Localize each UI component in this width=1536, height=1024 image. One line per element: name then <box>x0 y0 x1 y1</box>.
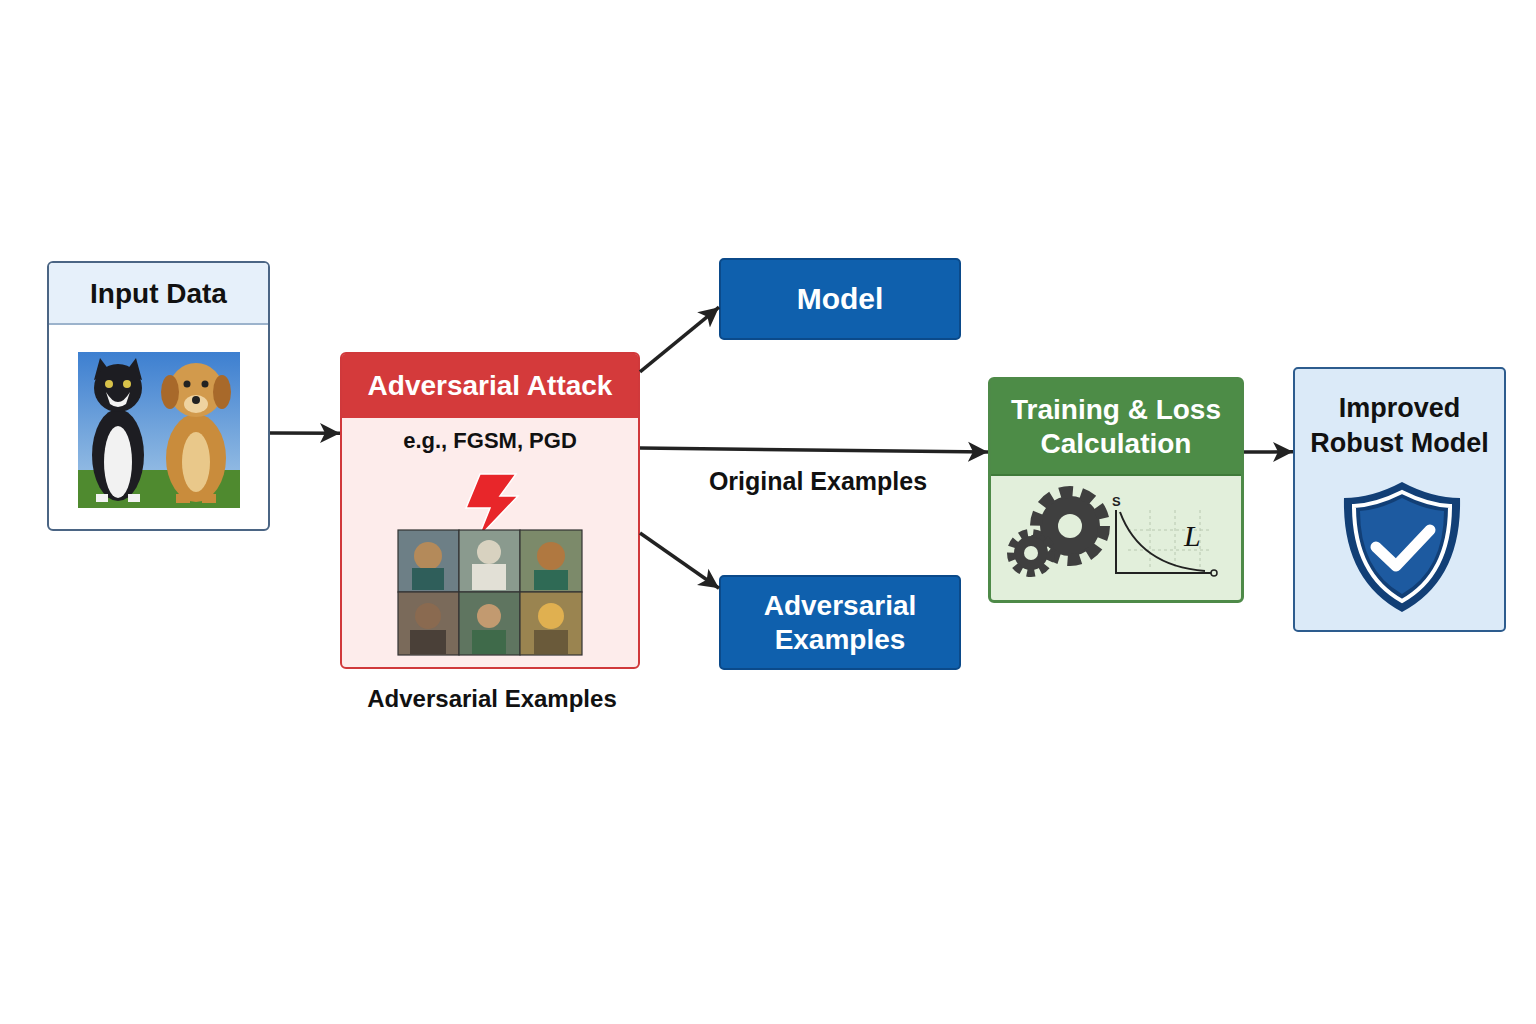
input-box: Input Data <box>47 261 270 531</box>
node-title: Training & Loss Calculation <box>991 380 1241 476</box>
training-box: Training & Loss Calculation <box>988 377 1244 603</box>
robust-model-box: Improved Robust Model <box>1293 367 1506 632</box>
node-title: Improved Robust Model <box>1295 369 1504 461</box>
graph-label: S <box>1112 494 1121 510</box>
adversarial-box: Adversarial Examples <box>719 575 961 670</box>
flow-arrow <box>640 533 719 588</box>
model-box: Model <box>719 258 961 340</box>
node-title: Adversarial Examples <box>721 589 959 656</box>
graph-label: L <box>1184 518 1201 554</box>
node-text: e.g., FGSM, PGD <box>342 428 638 454</box>
attack-box: Adversarial Attacke.g., FGSM, PGDAdversa… <box>340 352 640 669</box>
flow-arrow <box>1244 450 1293 454</box>
flow-arrow <box>640 448 988 452</box>
flow-arrow <box>640 307 719 372</box>
node-title: Input Data <box>49 263 268 325</box>
node-text: Adversarial Examples <box>302 685 682 714</box>
flow-arrow <box>270 431 340 435</box>
edge-label: Original Examples <box>709 466 927 496</box>
node-title: Adversarial Attack <box>342 354 638 418</box>
node-title: Model <box>797 281 884 317</box>
